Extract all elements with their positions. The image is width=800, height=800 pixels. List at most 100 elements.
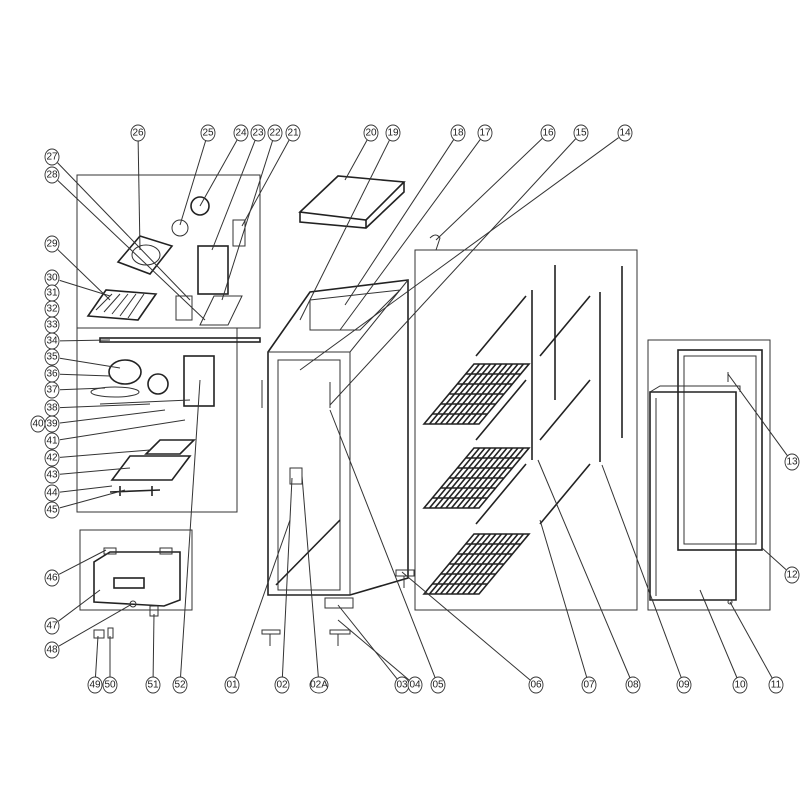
leader-line [57, 162, 191, 301]
part-label-36: 36 [44, 365, 60, 383]
compressor-assembly [90, 337, 261, 496]
leader-line [401, 571, 531, 681]
shelves-panel [395, 249, 638, 611]
part-number: 48 [46, 645, 58, 656]
leader-line [59, 339, 111, 342]
part-number: 52 [174, 680, 186, 691]
part-number: 01 [226, 680, 238, 691]
part-label-26: 26 [130, 124, 146, 142]
leader-line [301, 475, 319, 678]
leader-lines [57, 137, 788, 681]
label-circle [102, 676, 118, 694]
part-number: 15 [575, 128, 587, 139]
label-circle [309, 676, 329, 694]
part-number: 32 [46, 304, 58, 315]
leader-line [180, 379, 201, 678]
part-number: 22 [269, 128, 281, 139]
label-circle [617, 124, 633, 142]
part-label-01: 01 [224, 676, 240, 694]
wire-shelf [422, 533, 531, 595]
leader-line [59, 449, 151, 458]
label-circle [768, 676, 784, 694]
part-label-16: 16 [540, 124, 556, 142]
part-number: 47 [46, 621, 58, 632]
part-number: 04 [409, 680, 421, 691]
label-circle [44, 617, 60, 635]
leader-line [58, 603, 133, 647]
leader-line [539, 519, 588, 678]
wire-shelf [422, 447, 531, 509]
label-circle [145, 676, 161, 694]
part-label-45: 45 [44, 501, 60, 519]
part-number: 02 [276, 680, 288, 691]
leader-line [344, 139, 368, 181]
label-circle [573, 124, 589, 142]
part-label-48: 48 [44, 641, 60, 659]
label-circle [44, 501, 60, 519]
leader-line [59, 403, 151, 409]
part-number: 40 [32, 419, 44, 430]
leader-line [299, 137, 619, 371]
part-number: 07 [583, 680, 595, 691]
leader-line [59, 489, 126, 509]
part-label-24: 24 [233, 124, 249, 142]
part-number: 45 [46, 505, 58, 516]
leader-line [234, 519, 291, 678]
part-number: 08 [627, 680, 639, 691]
leader-line [727, 373, 788, 456]
part-number: 28 [46, 170, 58, 181]
part-label-05: 05 [430, 676, 446, 694]
part-label-07: 07 [581, 676, 597, 694]
leader-line [761, 547, 787, 571]
part-label-25: 25 [200, 124, 216, 142]
leader-line [59, 419, 186, 441]
part-label-09: 09 [676, 676, 692, 694]
part-label-02: 02 [274, 676, 290, 694]
part-label-44: 44 [44, 484, 60, 502]
part-label-17: 17 [477, 124, 493, 142]
label-circle [430, 676, 446, 694]
label-circle [450, 124, 466, 142]
part-number: 30 [46, 273, 58, 284]
label-circle [44, 432, 60, 450]
leader-line [58, 549, 107, 575]
part-number: 49 [89, 680, 101, 691]
part-number: 38 [46, 403, 58, 414]
compressor-unit-box-upper [76, 174, 261, 513]
part-label-13: 13 [784, 453, 800, 471]
control-box [79, 529, 193, 639]
label-circle [625, 676, 641, 694]
label-circle [44, 449, 60, 467]
label-circle [172, 676, 188, 694]
part-number: 44 [46, 488, 58, 499]
part-number: 24 [235, 128, 247, 139]
leader-line [211, 140, 256, 251]
part-number: 23 [252, 128, 264, 139]
part-label-40: 40 [30, 415, 46, 433]
label-circle [528, 676, 544, 694]
part-label-03: 03 [394, 676, 410, 694]
part-number: 31 [46, 288, 58, 299]
part-number: 46 [46, 573, 58, 584]
part-number: 12 [786, 570, 798, 581]
part-label-14: 14 [617, 124, 633, 142]
part-label-21: 21 [285, 124, 301, 142]
leader-line [337, 604, 398, 680]
label-circle [44, 415, 60, 433]
leader-line [435, 138, 543, 241]
part-label-52: 52 [172, 676, 188, 694]
label-circle [676, 676, 692, 694]
part-number: 51 [147, 680, 159, 691]
part-label-20: 20 [363, 124, 379, 142]
label-circle [363, 124, 379, 142]
part-number: 27 [46, 152, 58, 163]
part-number: 10 [734, 680, 746, 691]
part-label-22: 22 [267, 124, 283, 142]
part-label-28: 28 [44, 166, 60, 184]
part-number: 29 [46, 239, 58, 250]
label-circle [581, 676, 597, 694]
leader-line [59, 373, 111, 377]
leader-line [337, 619, 410, 681]
